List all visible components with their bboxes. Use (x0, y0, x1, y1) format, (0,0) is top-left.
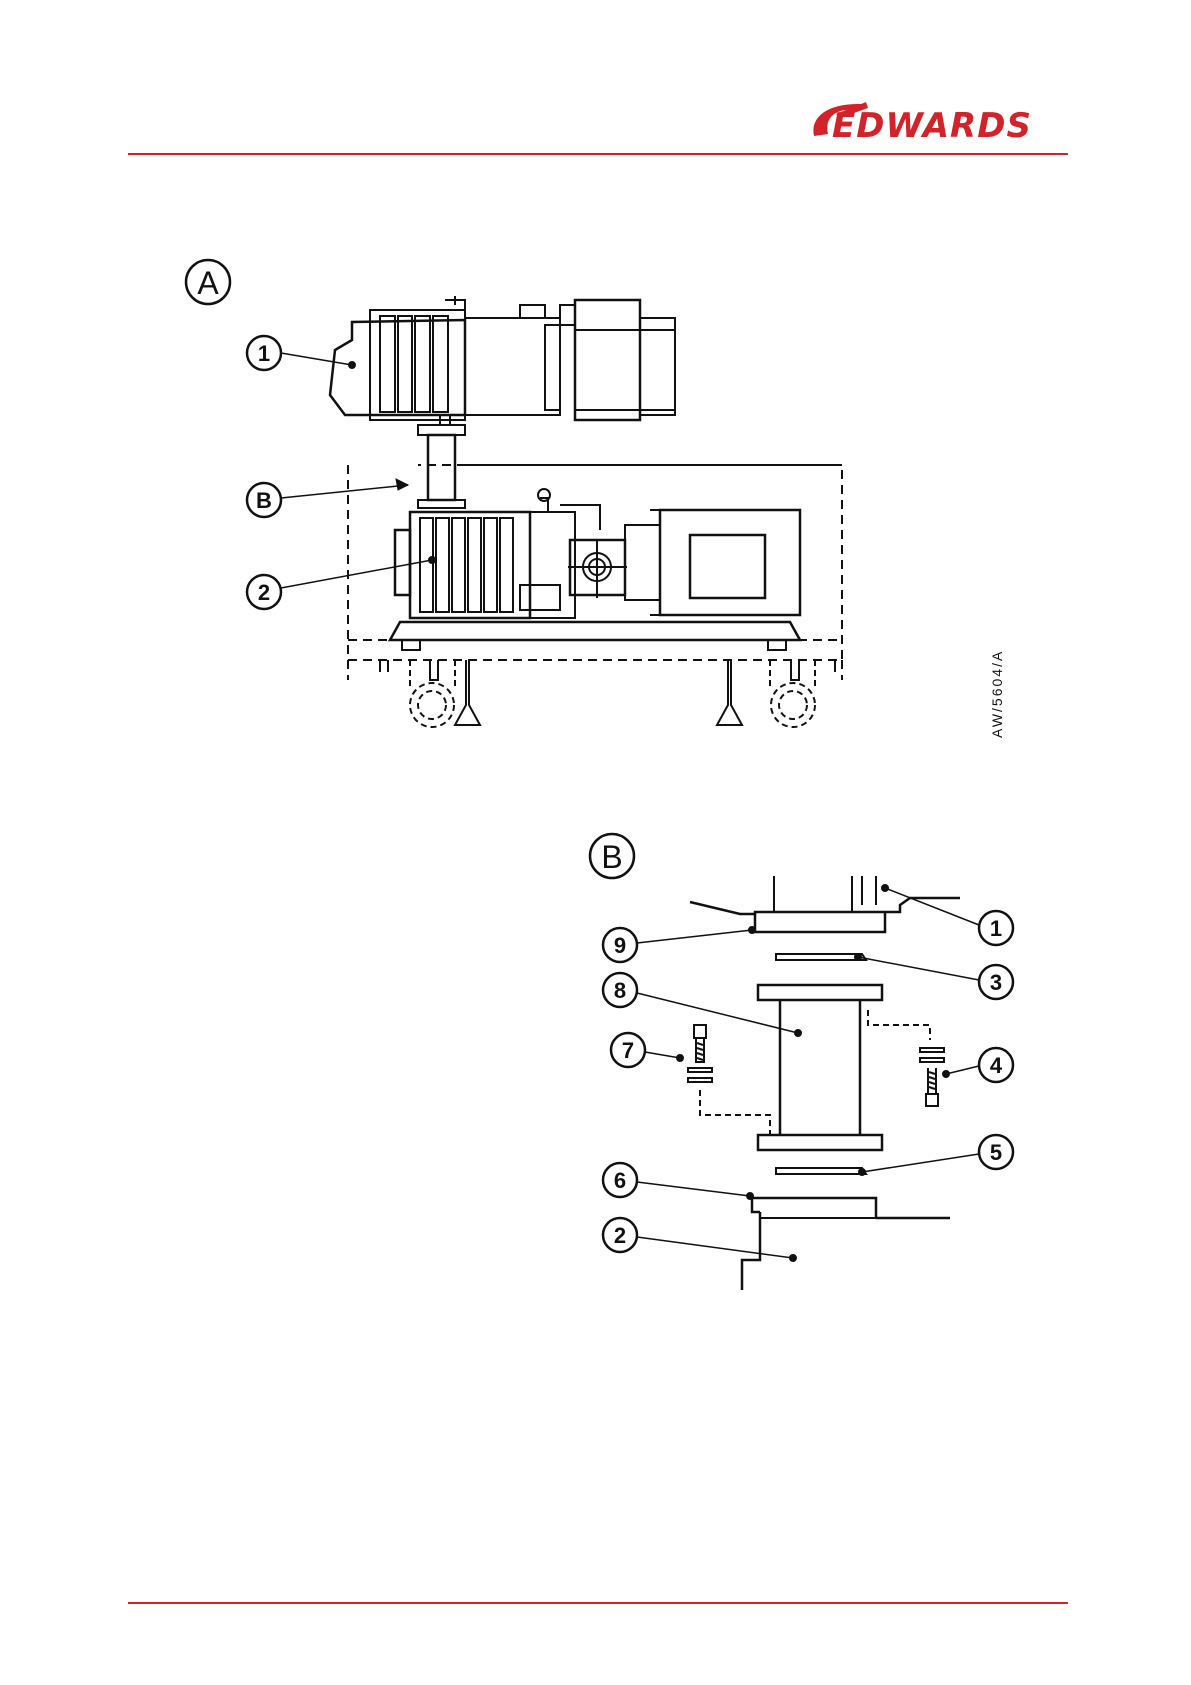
callout-b-6: 6 (603, 1163, 753, 1199)
view-b-letter: B (601, 839, 622, 875)
base-frame (390, 622, 800, 650)
view-a-letter: A (197, 265, 219, 301)
booster-pump (330, 296, 675, 425)
callout-b-7-number: 7 (622, 1038, 634, 1063)
lower-housing (742, 1198, 950, 1290)
left-bolt-assembly (688, 1025, 770, 1135)
callout-b-1: 1 (882, 885, 1013, 945)
callout-b-8-number: 8 (614, 978, 626, 1003)
callout-b-3: 3 (855, 954, 1013, 999)
footer-rule (128, 1602, 1068, 1604)
lower-seal (776, 1168, 866, 1174)
callout-a-b-letter: B (256, 488, 272, 513)
callout-b-6-number: 6 (614, 1168, 626, 1193)
view-a-label: A (186, 260, 230, 304)
spool-piece (758, 985, 882, 1150)
callout-a-1: 1 (247, 336, 355, 370)
callout-a-2-number: 2 (258, 580, 270, 605)
callout-b-2-number: 2 (614, 1223, 626, 1248)
connecting-spool (418, 425, 465, 508)
callout-a-b: B (247, 479, 408, 517)
right-bolt-assembly (868, 1010, 944, 1106)
castors-and-feet (380, 660, 835, 727)
view-b-label: B (590, 834, 634, 878)
callout-a-2: 2 (247, 557, 435, 609)
callout-b-9: 9 (603, 927, 755, 962)
callout-b-8: 8 (603, 973, 801, 1036)
callout-b-5-number: 5 (990, 1140, 1002, 1165)
callout-b-7: 7 (611, 1033, 683, 1067)
upper-housing (690, 876, 960, 932)
upper-seal (776, 954, 866, 960)
callout-b-9-number: 9 (614, 933, 626, 958)
callout-a-1-number: 1 (258, 341, 270, 366)
callout-b-1-number: 1 (990, 916, 1002, 941)
callout-b-3-number: 3 (990, 970, 1002, 995)
drawing-code: AW/5604/A (989, 650, 1005, 738)
callout-b-2: 2 (603, 1218, 796, 1261)
callout-b-4-number: 4 (990, 1053, 1003, 1078)
callout-b-4: 4 (943, 1048, 1013, 1082)
